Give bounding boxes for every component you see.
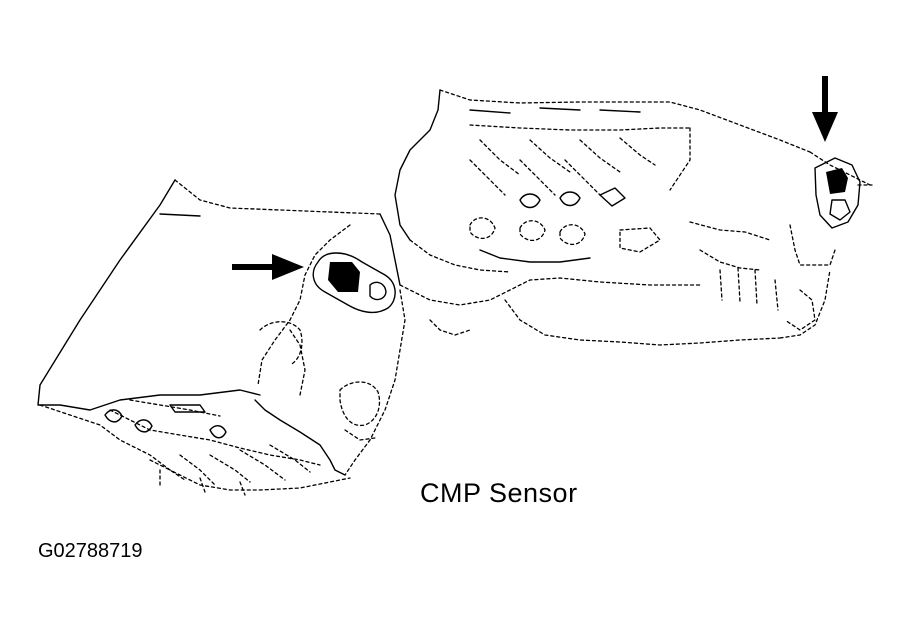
figure-id-label: G02788719: [38, 540, 143, 562]
right-cmp-sensor: [814, 157, 873, 229]
right-sensor-arrow: [812, 76, 838, 142]
left-cylinder-head: [37, 179, 381, 496]
left-cmp-sensor: [312, 252, 396, 314]
right-cylinder-head: [394, 89, 871, 339]
left-sensor-arrow: [232, 254, 304, 280]
engine-block-center: [257, 213, 781, 476]
cmp-sensor-label: CMP Sensor: [420, 478, 578, 508]
